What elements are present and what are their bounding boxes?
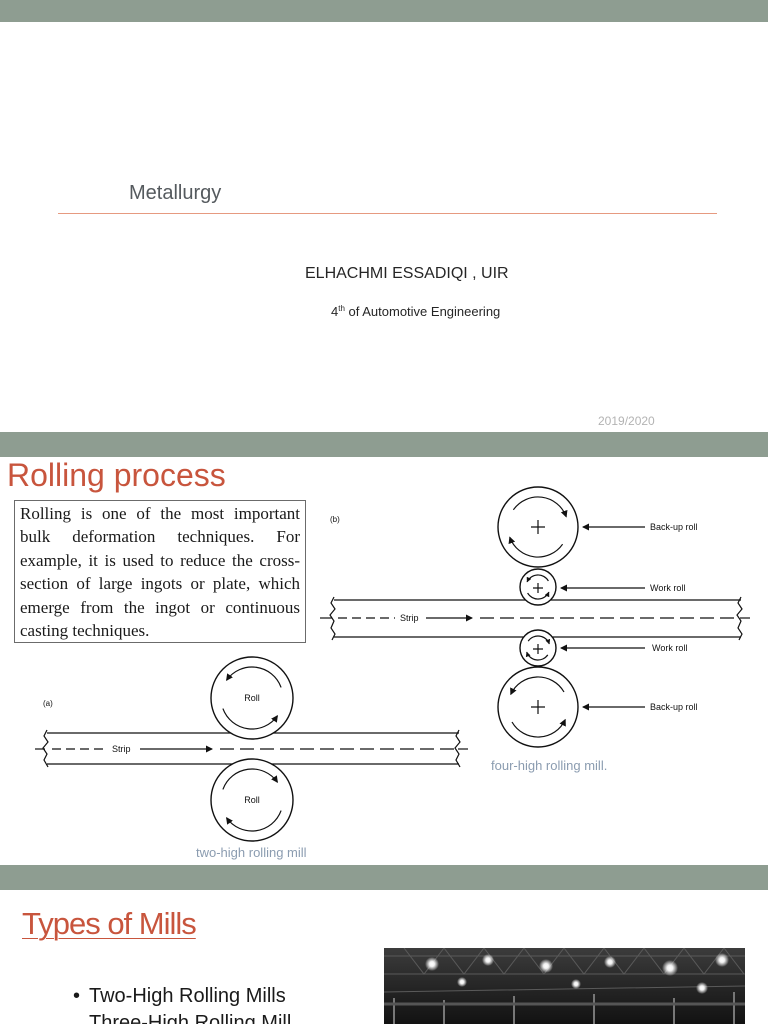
course-ordinal: th <box>338 304 345 313</box>
academic-year: 2019/2020 <box>598 413 655 429</box>
upper-backup-roll-label: Back-up roll <box>650 522 698 532</box>
panel-label-b: (b) <box>330 515 340 524</box>
list-item: Three-High Rolling Mill <box>89 1011 291 1024</box>
title-underline-rule <box>58 213 717 214</box>
rolling-mill-photo <box>384 948 745 1024</box>
slide2-top-bar <box>0 432 768 457</box>
course-name: of Automotive Engineering <box>345 304 500 319</box>
bottom-roll-label: Roll <box>244 795 260 805</box>
two-high-caption: two-high rolling mill <box>196 845 307 861</box>
upper-work-roll <box>520 569 556 605</box>
author-name: ELHACHMI ESSADIQI , UIR <box>305 264 509 284</box>
rolling-mill-diagrams: (b) Strip <box>0 457 768 865</box>
list-item: Two-High Rolling Mills <box>89 984 286 1008</box>
top-roll-label: Roll <box>244 693 260 703</box>
slide1-title: Metallurgy <box>129 181 221 205</box>
slide3-title: Types of Mills <box>22 905 196 943</box>
lower-work-roll <box>520 630 556 666</box>
course-line: 4th of Automotive Engineering <box>331 303 500 320</box>
strip-a-label: Strip <box>112 744 131 754</box>
photo-background <box>384 948 745 1024</box>
strip-b-label: Strip <box>400 613 419 623</box>
upper-backup-roll <box>498 487 578 567</box>
slide3-top-bar <box>0 865 768 890</box>
lower-work-roll-label: Work roll <box>652 643 687 653</box>
upper-work-roll-label: Work roll <box>650 583 685 593</box>
bottom-roll: Roll <box>211 759 293 841</box>
four-high-mill-diagram: (b) Strip <box>320 487 750 747</box>
four-high-caption: four-high rolling mill. <box>491 758 607 774</box>
top-roll: Roll <box>211 657 293 739</box>
lower-backup-roll <box>498 667 578 747</box>
two-high-mill-diagram: (a) Strip Roll <box>35 657 468 841</box>
lower-backup-roll-label: Back-up roll <box>650 702 698 712</box>
slide1-top-bar <box>0 0 768 22</box>
panel-label-a: (a) <box>43 699 53 708</box>
